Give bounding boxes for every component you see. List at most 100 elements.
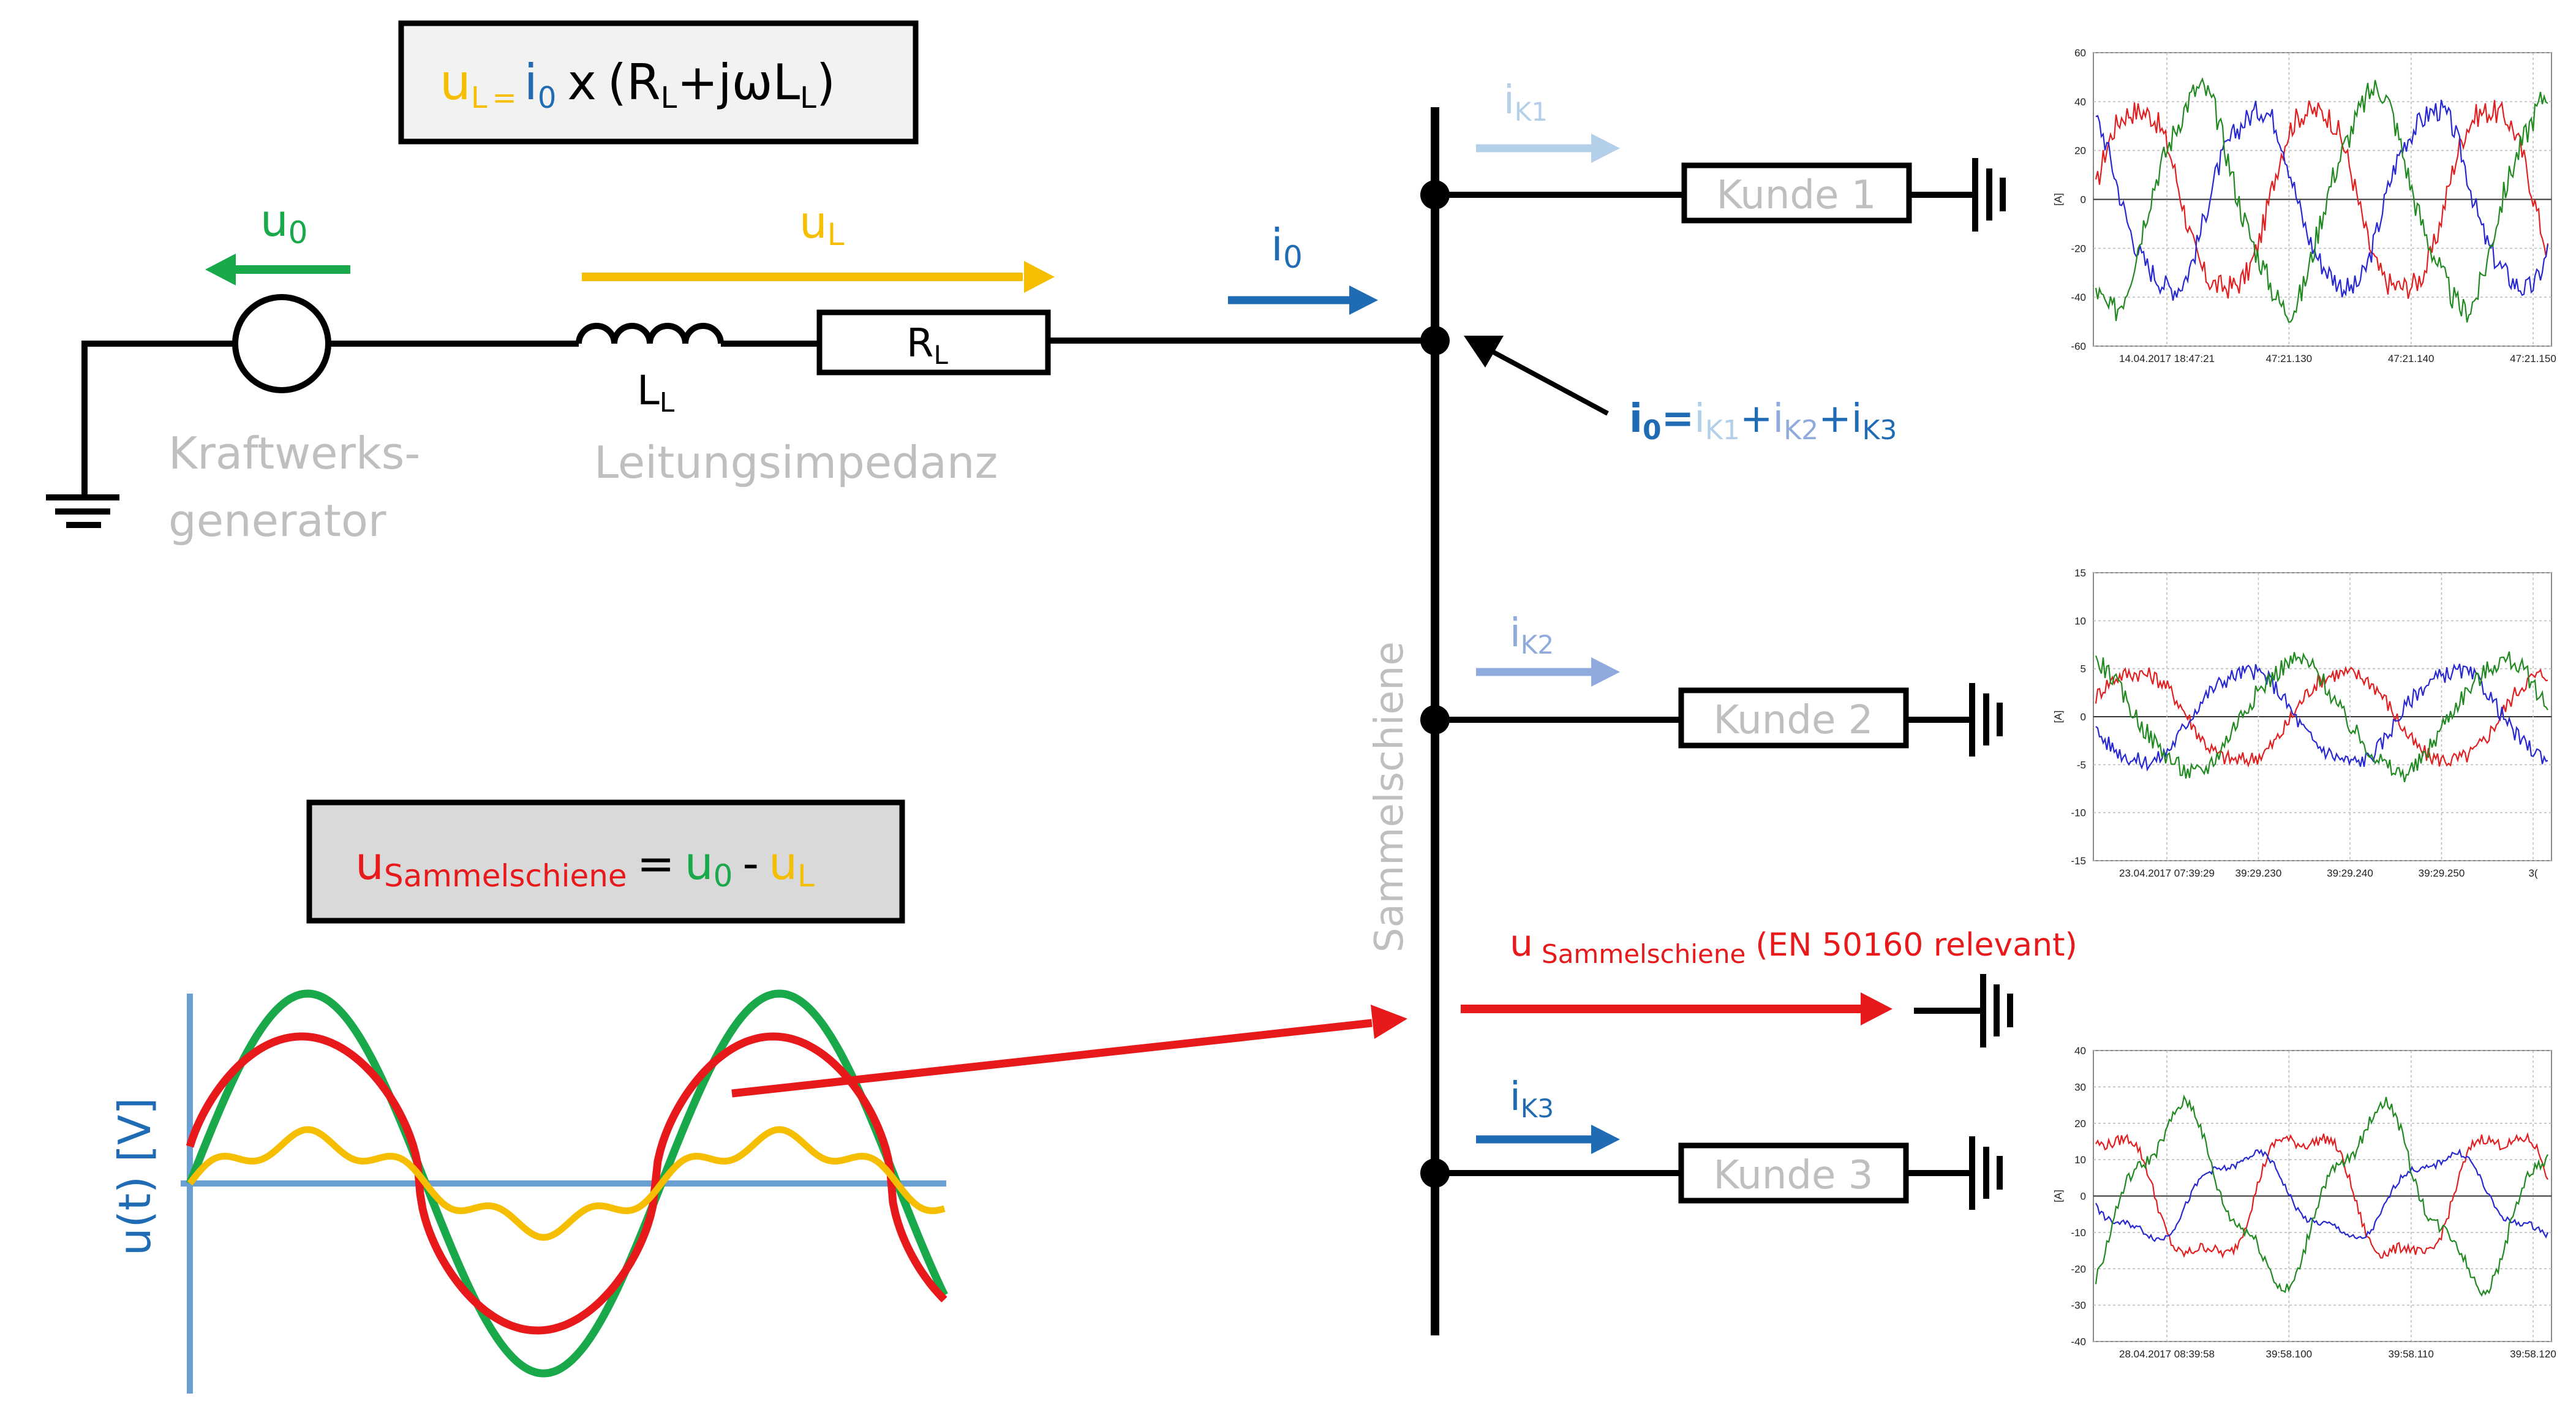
wave-u0-line [186,989,948,1378]
ground-symbol-ubus [1914,974,2013,1047]
kunde1-box [1681,162,1912,224]
wave-to-busbar-arrow [731,1019,1373,1098]
chart-series-blue [2095,99,2549,301]
chart-xtick-label: 47:21.150 [2510,353,2556,364]
resistor-label: RL [906,321,948,370]
chart-ytick-label: 60 [2074,47,2086,59]
chart-ytick-label: -30 [2071,1300,2086,1312]
ik1-label: iK1 [1504,78,1548,127]
chart-ytick-label: -15 [2071,855,2086,867]
kunde3-label: Kunde 3 [1714,1153,1874,1198]
inductor-symbol [576,323,724,344]
chart-ylabel: [A] [2052,193,2064,206]
i0-pointer-arrow [1481,344,1609,416]
ground-symbol-kunde2 [1906,683,2003,757]
chart-ytick-label: -40 [2071,1336,2086,1348]
formula-bottom-box [306,799,905,924]
chart-series-green [2095,651,2548,783]
chart-series-red [2095,1132,2548,1259]
wave-uL-line [187,1126,946,1241]
ground-symbol-generator [46,342,119,528]
kunde3-box [1678,1142,1909,1204]
chart-ytick-label: -5 [2077,759,2086,771]
chart-series-green [2095,77,2548,323]
chart-ytick-label: 5 [2081,663,2086,675]
kunde1-label: Kunde 1 [1717,173,1877,218]
chart-xtick-label: 23.04.2017 07:39:29 [2119,867,2215,879]
voltage-waveform-sketch: u(t) [V] [109,989,948,1394]
chart-xtick-label: 3( [2528,867,2537,879]
busbar-label: Sammelschiene [1367,641,1412,953]
chart-ytick-label: 10 [2074,615,2086,627]
chart-ytick-label: 15 [2074,567,2086,579]
generator-label-line1: Kraftwerks- [168,428,420,479]
kunde2-box [1678,687,1909,749]
wave-ubus-line [186,1032,947,1335]
uL-label: uL [799,197,845,252]
i0-pointer-arrowhead [1464,336,1504,368]
chart-ytick-label: 10 [2074,1154,2086,1166]
chart-ytick-label: -10 [2071,807,2086,819]
ground-symbol-kunde1 [1909,158,2006,232]
chart-series-blue [2095,1148,2549,1242]
chart-xtick-label: 39:58.120 [2510,1348,2556,1360]
chart-xtick-label: 14.04.2017 18:47:21 [2119,353,2215,364]
i0-arrowhead [1349,285,1378,315]
current-sum-formula: i0=iK1+iK2+iK3 [1629,396,1897,446]
chart-xtick-label: 39:29.230 [2235,867,2282,879]
chart-ytick-label: -60 [2071,341,2086,352]
chart-kunde1-currents: 60 40 20 0 -20 -40 -60 [A] 14.04.2017 18:47:21 47… [2052,47,2556,364]
formula-bottom: uSammelschiene=u0-uL [355,837,815,894]
chart-xtick-label: 28.04.2017 08:39:58 [2119,1348,2215,1360]
chart-ylabel: [A] [2052,711,2064,723]
chart-series-red [2095,665,2548,768]
chart-xtick-label: 47:21.140 [2388,353,2435,364]
ik3-arrowhead [1591,1125,1620,1154]
chart-ytick-label: -10 [2071,1227,2086,1239]
chart-series-blue [2095,663,2548,772]
wave-y-axis-label: u(t) [V] [109,1098,160,1256]
chart-series-green [2095,1094,2548,1297]
chart-ytick-label: 40 [2074,1045,2086,1057]
chart-ylabel: [A] [2052,1190,2064,1202]
generator-label-line2: generator [168,495,386,546]
chart-ytick-label: 0 [2081,1191,2086,1202]
u0-arrowhead [205,254,236,285]
ubus-output-arrowhead [1861,992,1892,1025]
chart-xtick-label: 39:29.240 [2327,867,2373,879]
chart-ytick-label: -20 [2071,243,2086,254]
uL-arrowhead [1024,261,1055,293]
ground-symbol-kunde3 [1906,1136,2003,1210]
chart-ytick-label: 0 [2081,711,2086,723]
chart-ytick-label: -40 [2071,292,2086,303]
chart-xtick-label: 39:29.250 [2419,867,2465,879]
chart-xtick-label: 47:21.130 [2266,353,2313,364]
formula-top-box [398,20,919,145]
chart-kunde2-currents: 15 10 5 0 -5 -10 -15 [A] 23.04.2017 07:39:29 39:2… [2052,567,2552,879]
chart-kunde3-currents: 40 30 20 10 0 -10 -20 -30 -40 [A] 28.04.2017 08:39… [2052,1045,2556,1360]
chart-ytick-label: 40 [2074,96,2086,108]
i0-label: i0 [1271,219,1303,275]
ik1-arrowhead [1591,134,1620,163]
chart-ytick-label: 0 [2081,194,2086,206]
chart-series-red [2095,100,2549,299]
chart-ytick-label: -20 [2071,1263,2086,1275]
u0-label: u0 [260,195,307,251]
ik3-label: iK3 [1510,1074,1554,1123]
impedance-label: Leitungsimpedanz [594,437,998,488]
wave-to-busbar-arrowhead [1371,1005,1407,1039]
chart-xtick-label: 39:58.100 [2266,1348,2313,1360]
chart-ytick-label: 20 [2074,145,2086,157]
ik2-label: iK2 [1510,611,1554,660]
chart-xtick-label: 39:58.110 [2388,1348,2433,1360]
kunde2-label: Kunde 2 [1714,698,1874,743]
inductor-label: LL [637,367,675,418]
node-feeder [1420,326,1450,355]
chart-ytick-label: 20 [2074,1118,2086,1130]
resistor-symbol [816,309,1051,376]
generator-source-symbol [232,294,331,393]
chart-ytick-label: 30 [2074,1081,2086,1093]
